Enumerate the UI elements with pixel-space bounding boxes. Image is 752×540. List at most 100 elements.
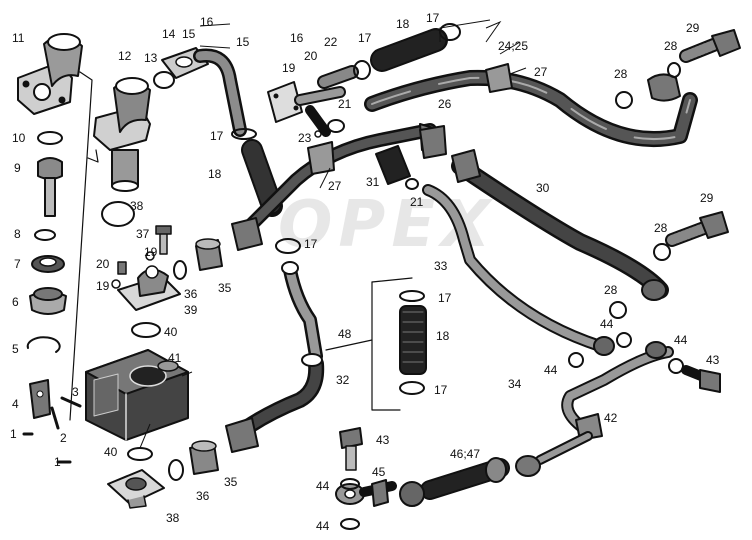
banjo-part-45 [335, 479, 397, 507]
flange-part-38 [107, 469, 165, 509]
label-45: 45 [372, 465, 386, 479]
flange-elbow-part-11 [17, 33, 83, 115]
label-34: 34 [508, 377, 522, 391]
label-31: 31 [366, 175, 380, 189]
clamp-part-17-upper [231, 128, 257, 140]
label-14: 14 [162, 27, 176, 41]
pipe-part-30 [451, 149, 669, 301]
label-3: 3 [72, 385, 79, 399]
bracket-part-4 [29, 379, 51, 419]
label-17e: 17 [438, 291, 452, 305]
label-46-47: 46;47 [450, 447, 481, 461]
label-7: 7 [14, 257, 21, 271]
label-17d: 17 [304, 237, 318, 251]
bolt-part-9 [37, 157, 63, 217]
label-16b: 16 [290, 31, 304, 45]
elbow-part-12 [93, 77, 151, 192]
hose-part-18-top [370, 28, 448, 72]
hose-part-18-left [241, 139, 283, 217]
label-40b: 40 [104, 445, 118, 459]
clamp-part-17-top [353, 60, 371, 80]
washer-part-44-bottom [340, 478, 360, 530]
fitting-part-26 [419, 125, 447, 159]
label-17c: 17 [210, 129, 224, 143]
bolt-part-37 [155, 225, 172, 255]
sleeve-part-31 [375, 145, 411, 185]
label-18a: 18 [396, 17, 410, 31]
flange-part-39 [117, 265, 181, 311]
label-30: 30 [536, 181, 550, 195]
snap-ring-part-5 [26, 336, 61, 353]
label-38a: 38 [130, 199, 144, 213]
label-17f: 17 [434, 383, 448, 397]
pipe-part-33 [422, 184, 615, 356]
label-35a: 35 [218, 281, 232, 295]
pipe-part-34 [561, 341, 674, 436]
label-44c: 44 [674, 333, 688, 347]
hose-part-18-center [399, 305, 427, 375]
plate-part-23 [267, 81, 303, 123]
bracket-part-27-right [485, 63, 513, 93]
label-10: 10 [12, 131, 26, 145]
pipe-part-24-25 [364, 69, 698, 147]
label-26: 26 [438, 97, 452, 111]
label-36a: 36 [184, 287, 198, 301]
pipe-part-20-short [294, 86, 346, 137]
washer-part-28-lower [609, 301, 627, 319]
clamp-part-17-center-top [399, 290, 425, 302]
label-43a: 43 [706, 353, 720, 367]
pump-part-41 [85, 349, 189, 441]
fitting-part-28-top [615, 62, 681, 109]
label-48: 48 [338, 327, 352, 341]
label-2: 2 [60, 431, 67, 445]
label-37: 37 [136, 227, 150, 241]
label-29b: 29 [700, 191, 714, 205]
clamp-part-17-mid [275, 238, 301, 254]
label-13: 13 [144, 51, 158, 65]
pipe-part-46-extension [515, 431, 593, 477]
label-44e: 44 [316, 519, 330, 533]
label-4: 4 [12, 397, 19, 411]
pipe-part-48 [281, 261, 323, 363]
leader-lines [139, 19, 541, 449]
ring-part-21-top [327, 119, 345, 133]
label-27a: 27 [534, 65, 548, 79]
label-21a: 21 [338, 97, 352, 111]
washer-part-19 [111, 251, 155, 289]
label-24-25: 24;25 [498, 39, 529, 53]
label-27b: 27 [328, 179, 342, 193]
label-44d: 44 [316, 479, 330, 493]
label-42: 42 [604, 411, 618, 425]
fitting-part-28-right [653, 211, 729, 261]
label-15b: 15 [236, 35, 250, 49]
label-44a: 44 [600, 317, 614, 331]
label-6: 6 [12, 295, 19, 309]
label-17b: 17 [426, 11, 440, 25]
label-15a: 15 [182, 27, 196, 41]
label-17a: 17 [358, 31, 372, 45]
label-36b: 36 [196, 489, 210, 503]
label-38b: 38 [166, 511, 180, 525]
label-18c: 18 [436, 329, 450, 343]
washer-part-8 [34, 229, 56, 241]
label-35b: 35 [224, 475, 238, 489]
label-28d: 28 [604, 283, 618, 297]
label-40a: 40 [164, 325, 178, 339]
label-32: 32 [336, 373, 350, 387]
label-41: 41 [168, 351, 182, 365]
label-12: 12 [118, 49, 132, 63]
clamp-part-17-center-bottom [399, 381, 425, 395]
gasket-part-13 [153, 71, 175, 89]
washer-part-10 [37, 131, 63, 145]
label-19b: 19 [144, 245, 158, 259]
label-9: 9 [14, 161, 21, 175]
label-28c: 28 [654, 221, 668, 235]
label-33: 33 [434, 259, 448, 273]
label-11: 11 [12, 31, 25, 45]
flange-pipe-part-14 [161, 47, 247, 137]
gasket-part-38 [101, 201, 135, 227]
bolt-part-29-top [679, 29, 741, 63]
label-43b: 43 [376, 433, 390, 447]
label-1a: 1 [10, 427, 17, 441]
